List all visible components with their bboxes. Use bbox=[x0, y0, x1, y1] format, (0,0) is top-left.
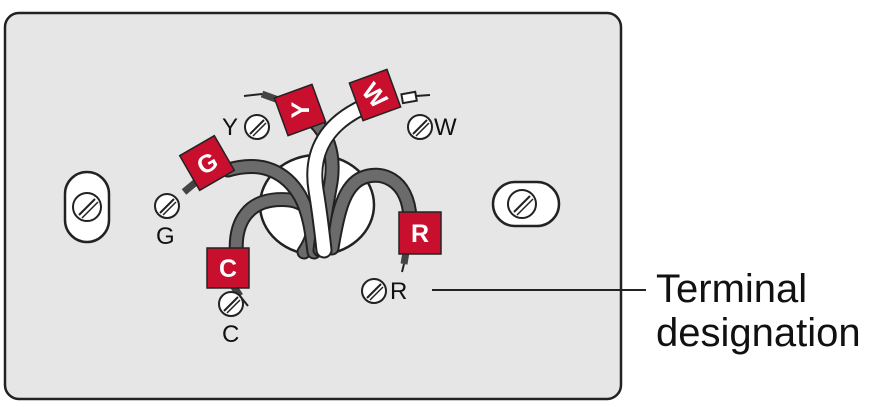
terminal-label: W bbox=[434, 114, 457, 141]
terminal-label: G bbox=[156, 223, 175, 250]
terminal-y: Y bbox=[222, 114, 270, 141]
callout-line-1: Terminal bbox=[656, 267, 807, 311]
screw-icon bbox=[154, 193, 180, 219]
wire-bundle bbox=[220, 95, 418, 274]
wire-tag-label: Y bbox=[287, 101, 315, 118]
terminal-label: R bbox=[390, 278, 407, 305]
terminal-r: R bbox=[361, 278, 407, 305]
wire-tag-label: C bbox=[219, 255, 237, 283]
mounting-slot-left bbox=[63, 170, 111, 244]
wire-tag-w: W bbox=[348, 68, 402, 122]
terminal-c: C bbox=[218, 291, 244, 348]
callout-line-2: designation bbox=[656, 311, 861, 355]
wire-tag-r: R bbox=[398, 211, 442, 255]
mounting-slot-right bbox=[491, 180, 561, 228]
terminal-label: C bbox=[222, 321, 239, 348]
wire-tag-g: G bbox=[178, 134, 236, 192]
screw-icon bbox=[244, 114, 270, 140]
screw-icon bbox=[361, 278, 387, 304]
terminal-w: W bbox=[407, 114, 457, 141]
wire-tag-label: R bbox=[411, 220, 429, 248]
terminal-label: Y bbox=[222, 114, 238, 141]
wire-tag-y: Y bbox=[273, 83, 327, 137]
wire-tag-c: C bbox=[206, 247, 250, 289]
screw-icon bbox=[218, 291, 244, 317]
screw-icon bbox=[407, 114, 433, 140]
terminal-g: G bbox=[154, 193, 180, 250]
